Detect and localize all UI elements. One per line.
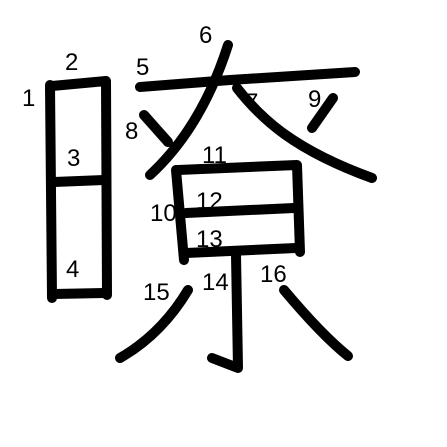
- stroke-number-15: 15: [143, 279, 170, 306]
- stroke-number-4: 4: [66, 256, 79, 283]
- stroke-16: [279, 285, 353, 361]
- stroke-number-7: 7: [245, 89, 258, 116]
- stroke-number-11: 11: [202, 142, 227, 169]
- stroke-number-14: 14: [202, 269, 229, 296]
- stroke-number-16: 16: [260, 261, 287, 288]
- stroke-number-1: 1: [22, 85, 35, 112]
- stroke-number-13: 13: [196, 226, 223, 253]
- stroke-number-3: 3: [67, 145, 80, 172]
- stroke-8: [139, 110, 173, 147]
- stroke-14: [207, 250, 243, 373]
- stroke-number-5: 5: [136, 54, 149, 81]
- stroke-3: [49, 175, 109, 187]
- stroke-11: [173, 160, 305, 257]
- stroke-10: [171, 165, 189, 265]
- stroke-number-8: 8: [125, 118, 138, 145]
- stroke-12: [181, 203, 299, 218]
- stroke-13: [181, 243, 301, 258]
- stroke-number-2: 2: [65, 49, 78, 76]
- stroke-6: [145, 40, 233, 180]
- stroke-number-6: 6: [199, 22, 212, 49]
- stroke-4: [49, 288, 109, 299]
- stroke-2: [47, 76, 112, 300]
- stroke-5: [135, 67, 360, 92]
- stroke-number-9: 9: [308, 86, 321, 113]
- stroke-7: [232, 83, 377, 183]
- stroke-number-12: 12: [196, 188, 223, 215]
- stroke-1: [45, 80, 57, 303]
- stroke-15: [115, 285, 193, 363]
- stroke-9: [307, 93, 338, 133]
- stroke-number-10: 10: [150, 200, 177, 227]
